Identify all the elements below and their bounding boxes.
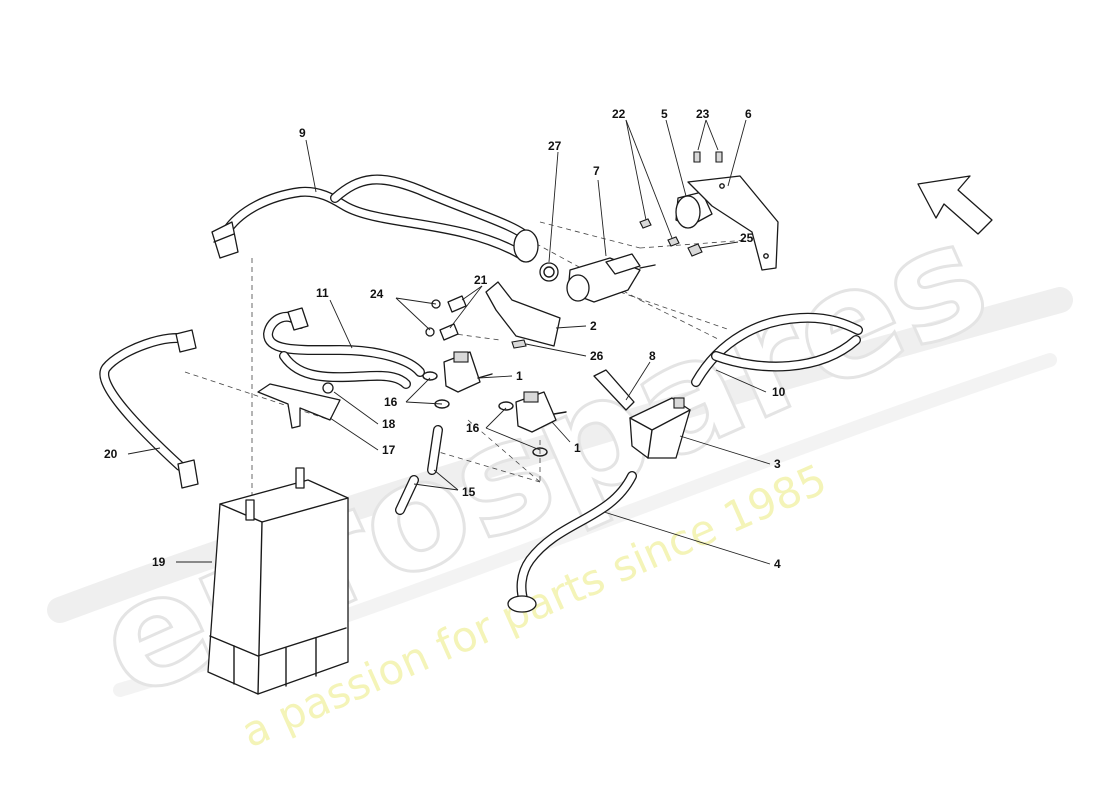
part-1-valve-lower — [515, 391, 567, 433]
callout-16-right: 16 — [466, 421, 480, 435]
callout-11: 11 — [316, 286, 329, 300]
part-27-sealing-ring — [539, 262, 559, 282]
callout-10: 10 — [772, 385, 786, 399]
part-4-pipe — [507, 471, 637, 613]
part-26-screw — [511, 339, 527, 349]
part-5-sensor — [675, 191, 713, 229]
part-24-nuts — [425, 299, 441, 337]
callout-15: 15 — [462, 485, 476, 499]
callout-23: 23 — [696, 107, 710, 121]
callout-5: 5 — [661, 107, 668, 121]
callout-1-upper: 1 — [516, 369, 523, 383]
part-8-clip — [593, 369, 635, 411]
part-6-bracket — [687, 175, 779, 271]
part-21-fittings — [439, 295, 467, 341]
part-10-hose — [691, 312, 863, 387]
callout-2: 2 — [590, 319, 597, 333]
callout-7: 7 — [593, 164, 600, 178]
part-1-valve-upper — [443, 351, 493, 393]
part-18-screw — [322, 382, 334, 394]
callout-labels: 9 27 7 22 5 23 6 25 11 24 21 2 26 8 10 1… — [104, 107, 786, 571]
callout-9: 9 — [299, 126, 306, 140]
reference-lines — [184, 221, 749, 515]
part-3-module — [629, 397, 691, 459]
part-9-hose-assembly — [211, 174, 539, 263]
callout-25: 25 — [740, 231, 754, 245]
callout-21: 21 — [474, 273, 488, 287]
part-23-bolts — [693, 151, 723, 163]
callout-18: 18 — [382, 417, 396, 431]
leader-lines — [127, 119, 771, 565]
callout-22: 22 — [612, 107, 626, 121]
callout-16-left: 16 — [384, 395, 398, 409]
callout-26: 26 — [590, 349, 604, 363]
part-17-bracket — [257, 383, 341, 429]
callout-24: 24 — [370, 287, 384, 301]
callout-20: 20 — [104, 447, 118, 461]
part-11-hose — [263, 307, 425, 389]
callout-1-lower: 1 — [574, 441, 581, 455]
direction-arrow-icon — [917, 175, 993, 235]
callout-4: 4 — [774, 557, 781, 571]
callout-3: 3 — [774, 457, 781, 471]
callout-27: 27 — [548, 139, 562, 153]
part-7-valve — [566, 253, 656, 303]
part-19-canister — [207, 467, 349, 695]
part-15-hose-pieces — [395, 425, 443, 515]
callout-8: 8 — [649, 349, 656, 363]
part-20-hose — [99, 329, 199, 489]
callout-19: 19 — [152, 555, 166, 569]
part-2-bracket — [485, 281, 561, 347]
callout-6: 6 — [745, 107, 752, 121]
callout-17: 17 — [382, 443, 396, 457]
part-25-clip — [687, 243, 703, 257]
part-22-screws — [639, 218, 680, 247]
